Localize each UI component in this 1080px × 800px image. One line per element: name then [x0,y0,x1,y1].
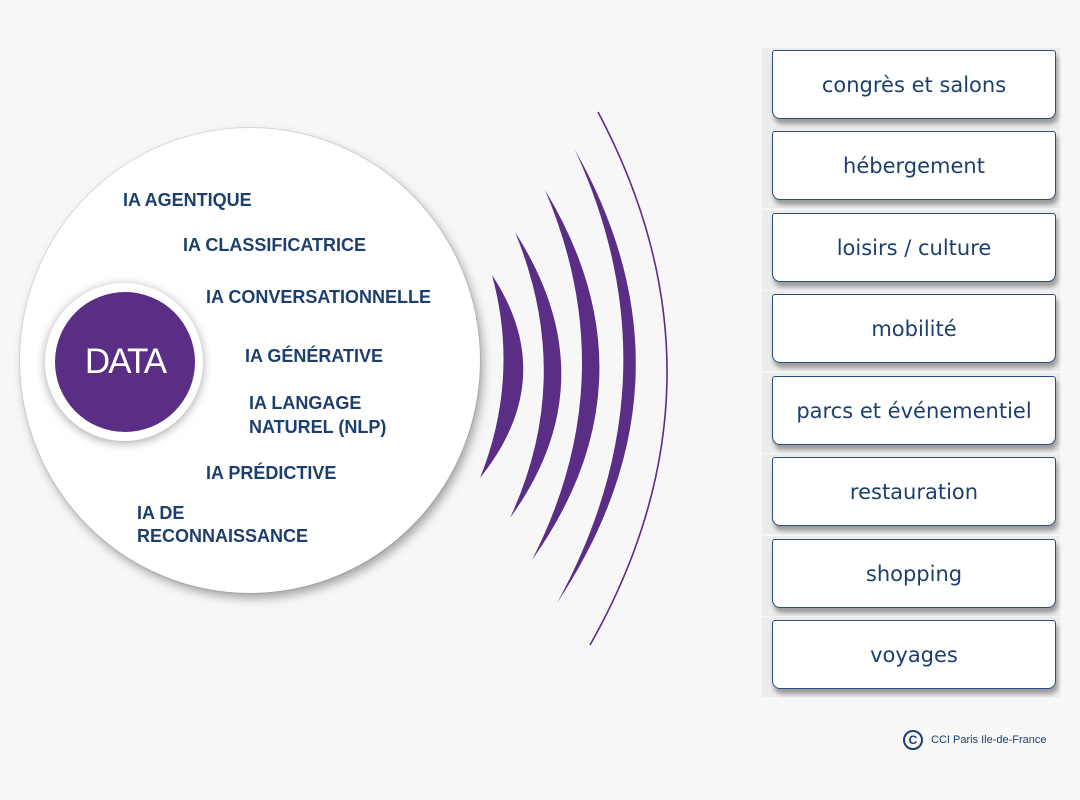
signal-wave-3 [532,190,600,560]
sector-label: congrès et salons [821,72,1007,97]
sector-card-mobilite: mobilité [772,294,1056,363]
sector-label: hébergement [843,153,985,178]
sector-label: loisirs / culture [836,235,992,260]
sector-label: mobilité [871,316,957,341]
sector-card-restauration: restauration [772,457,1056,526]
sector-card-loisirs: loisirs / culture [772,213,1056,282]
ia-generative: IA GÉNÉRATIVE [245,346,384,366]
sector-card-voyages: voyages [772,620,1056,689]
signal-wave-5 [589,111,668,646]
sector-label: shopping [865,561,963,586]
sector-label: voyages [870,642,958,667]
sector-label: parcs et événementiel [796,398,1032,423]
ia-de: IA DE [137,503,185,523]
signal-wave-1 [480,275,524,478]
signal-wave-4 [557,150,636,603]
copyright-text: CCI Paris Ile-de-France [931,734,1047,746]
sector-card-hebergement: hébergement [772,131,1056,200]
copyright: C CCI Paris Ile-de-France [903,730,1047,750]
ia-agentique: IA AGENTIQUE [123,190,252,210]
data-label: DATA [84,342,167,381]
sector-label: restauration [849,479,979,504]
signal-wave-2 [510,232,562,518]
data-disc: DATA [55,292,195,432]
sector-card-congres: congrès et salons [772,50,1056,119]
sector-card-shopping: shopping [772,539,1056,608]
sector-card-parcs: parcs et événementiel [772,376,1056,445]
ia-reconnaissance: RECONNAISSANCE [137,526,309,546]
ia-classificatrice: IA CLASSIFICATRICE [183,235,366,255]
ia-conversationnelle: IA CONVERSATIONNELLE [206,287,432,307]
ia-predictive: IA PRÉDICTIVE [206,463,337,483]
copyright-icon: C [903,730,923,750]
ia-langage: IA LANGAGE [249,393,362,413]
ia-langage-nlp: NATUREL (NLP) [249,417,387,437]
